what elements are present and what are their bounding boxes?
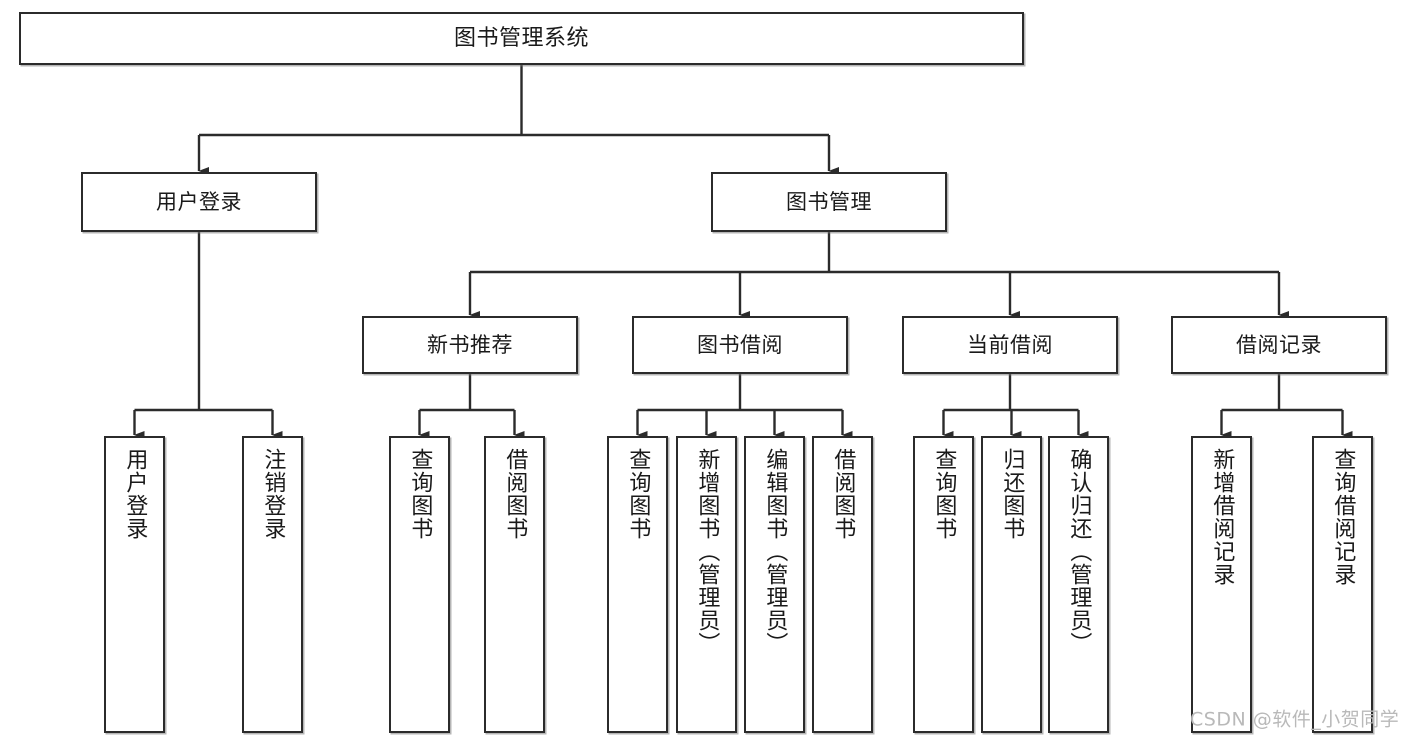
node-label: 新书推荐: [427, 332, 513, 357]
node-label: 查询图书: [625, 448, 651, 540]
node-label: 当前借阅: [967, 332, 1053, 357]
node-label: 新增借阅记录: [1209, 448, 1235, 586]
node-user-login[interactable]: 用户登录: [81, 172, 317, 232]
csdn-watermark: CSDN @软件_小贺同学: [1190, 708, 1400, 731]
node-leaf-return-book[interactable]: 归还图书: [981, 436, 1042, 733]
node-label: 归还图书: [999, 448, 1025, 540]
node-label: 查询图书: [931, 448, 957, 540]
node-label: 借阅图书: [502, 448, 528, 540]
node-leaf-query-record[interactable]: 查询借阅记录: [1312, 436, 1373, 733]
node-current-borrow[interactable]: 当前借阅: [902, 316, 1118, 374]
node-label: 借阅记录: [1236, 332, 1322, 357]
node-book-borrow[interactable]: 图书借阅: [632, 316, 848, 374]
node-label: 图书管理: [786, 189, 872, 214]
node-label: 用户登录: [122, 448, 148, 540]
node-leaf-logout[interactable]: 注销登录: [242, 436, 303, 733]
node-leaf-query-book-3[interactable]: 查询图书: [913, 436, 974, 733]
node-label: 查询图书: [407, 448, 433, 540]
node-label: 确认归还（管理员）: [1066, 448, 1092, 655]
node-label: 注销登录: [260, 448, 286, 540]
node-label: 查询借阅记录: [1330, 448, 1356, 586]
node-label: 图书借阅: [697, 332, 783, 357]
node-label: 借阅图书: [830, 448, 856, 540]
node-book-manage[interactable]: 图书管理: [711, 172, 947, 232]
node-leaf-confirm-return[interactable]: 确认归还（管理员）: [1048, 436, 1109, 733]
node-label: 编辑图书（管理员）: [762, 448, 788, 655]
node-leaf-query-book-1[interactable]: 查询图书: [389, 436, 450, 733]
node-borrow-record[interactable]: 借阅记录: [1171, 316, 1387, 374]
node-leaf-add-book[interactable]: 新增图书（管理员）: [676, 436, 737, 733]
node-leaf-add-record[interactable]: 新增借阅记录: [1191, 436, 1252, 733]
node-label: 用户登录: [156, 189, 242, 214]
node-leaf-query-book-2[interactable]: 查询图书: [607, 436, 668, 733]
edge-group: [133, 65, 1353, 440]
node-leaf-borrow-book-2[interactable]: 借阅图书: [812, 436, 873, 733]
node-leaf-user-login[interactable]: 用户登录: [104, 436, 165, 733]
node-new-book-rec[interactable]: 新书推荐: [362, 316, 578, 374]
node-label: 图书管理系统: [453, 25, 589, 51]
node-label: 新增图书（管理员）: [694, 448, 720, 655]
node-root[interactable]: 图书管理系统: [19, 12, 1024, 65]
node-leaf-edit-book[interactable]: 编辑图书（管理员）: [744, 436, 805, 733]
node-leaf-borrow-book-1[interactable]: 借阅图书: [484, 436, 545, 733]
